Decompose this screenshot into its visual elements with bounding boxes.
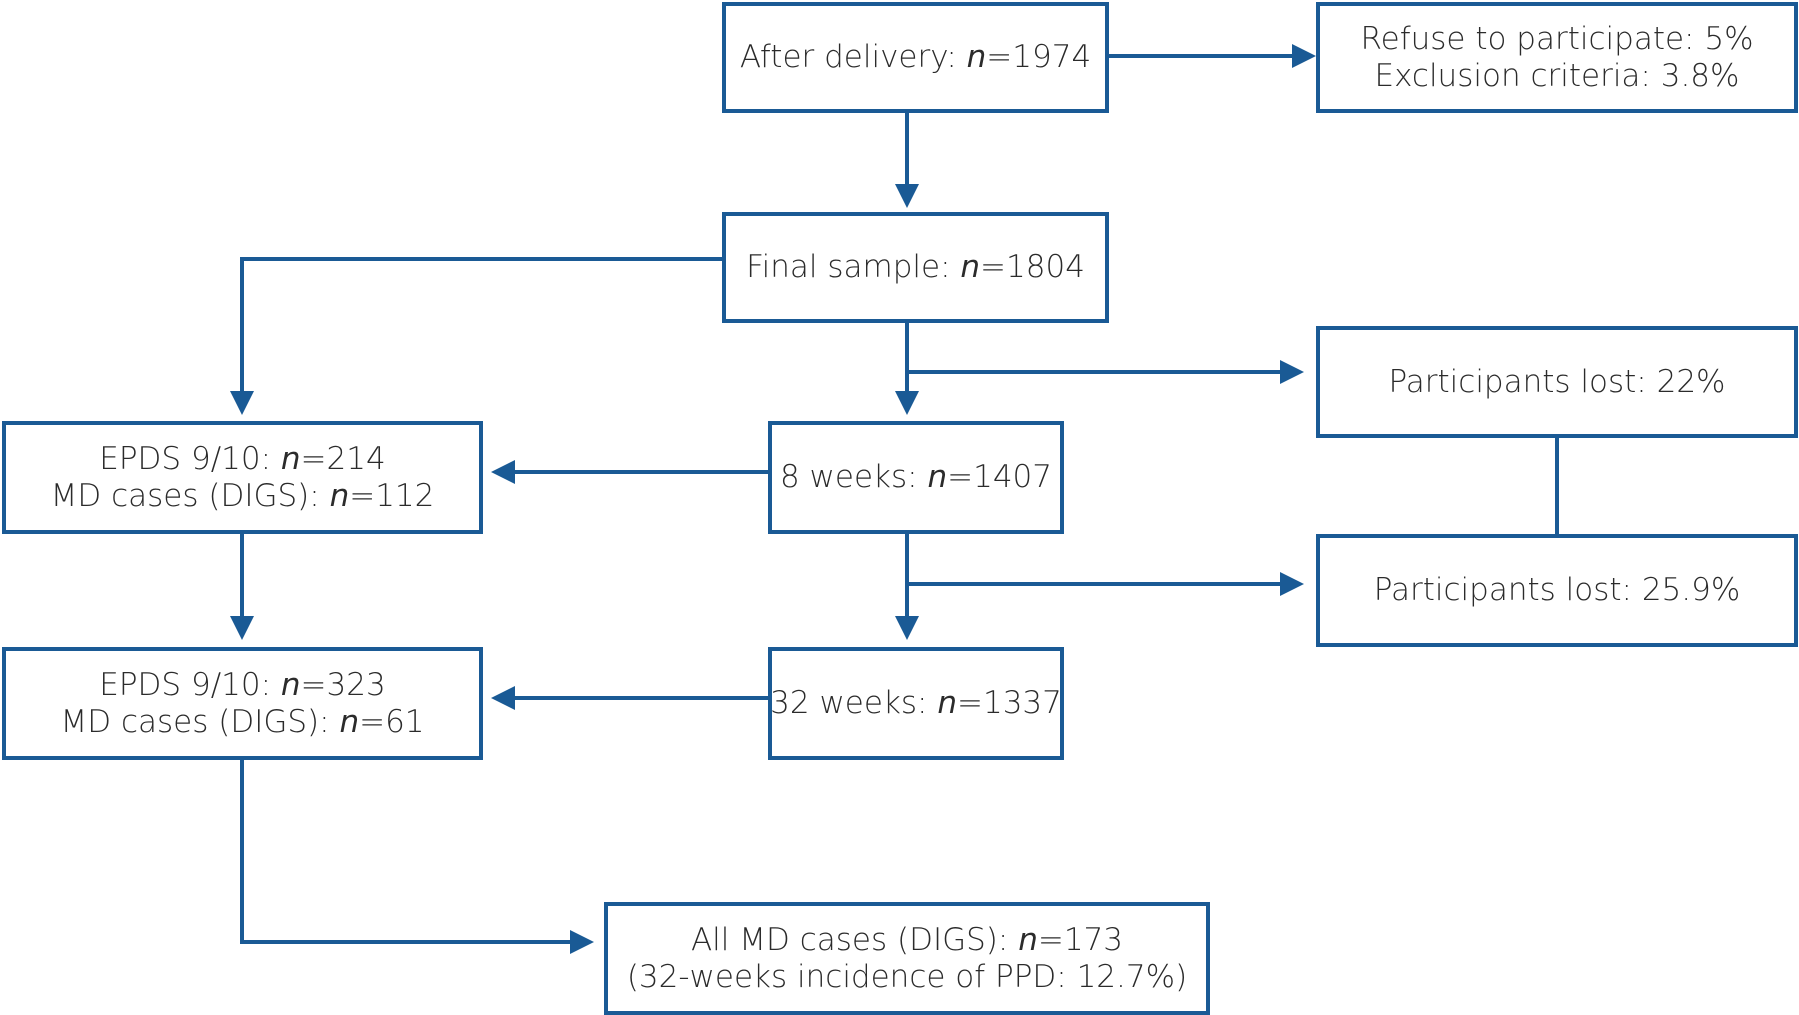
epds-baseline-line2: MD cases (DIGS): n=112 (50, 477, 435, 514)
refuse-to-participate-text: Refuse to participate: 5% (1360, 20, 1754, 57)
arrow-final-sample-to-epds-baseline (230, 257, 722, 415)
epds-baseline-line1: EPDS 9/10: n=214 (99, 440, 386, 477)
after-delivery-box: After delivery: n=1974 (722, 2, 1109, 113)
epds-8w-line1: EPDS 9/10: n=323 (99, 666, 386, 703)
participants-lost-25-9-text: Participants lost: 25.9% (1373, 572, 1741, 608)
epds-8w-line2: MD cases (DIGS): n=61 (60, 703, 425, 740)
participants-lost-25-9-box: Participants lost: 25.9% (1316, 534, 1798, 647)
final-sample-text: Final sample: n=1804 (746, 249, 1085, 285)
exclusion-criteria-text: Exclusion criteria: 3.8% (1374, 57, 1740, 94)
participants-lost-22-box: Participants lost: 22% (1316, 326, 1798, 438)
epds-baseline-box: EPDS 9/10: n=214 MD cases (DIGS): n=112 (2, 421, 483, 534)
all-md-cases-box: All MD cases (DIGS): n=173 (32-weeks inc… (604, 902, 1210, 1015)
epds-8w-box: EPDS 9/10: n=323 MD cases (DIGS): n=61 (2, 647, 483, 760)
participants-lost-22-text: Participants lost: 22% (1388, 363, 1726, 400)
weeks-8-box: 8 weeks: n=1407 (768, 421, 1064, 534)
ppd-incidence-text: (32-weeks incidence of PPD: 12.7%) (626, 958, 1188, 995)
weeks-32-box: 32 weeks: n=1337 (768, 647, 1064, 760)
excluded-box: Refuse to participate: 5% Exclusion crit… (1316, 2, 1798, 113)
arrow-epds-8w-to-all-md (240, 760, 594, 954)
all-md-cases-line1: All MD cases (DIGS): n=173 (690, 921, 1124, 958)
weeks-32-text: 32 weeks: n=1337 (770, 685, 1062, 721)
after-delivery-text: After delivery: n=1974 (739, 39, 1092, 75)
final-sample-box: Final sample: n=1804 (722, 212, 1109, 323)
weeks-8-text: 8 weeks: n=1407 (779, 459, 1052, 495)
